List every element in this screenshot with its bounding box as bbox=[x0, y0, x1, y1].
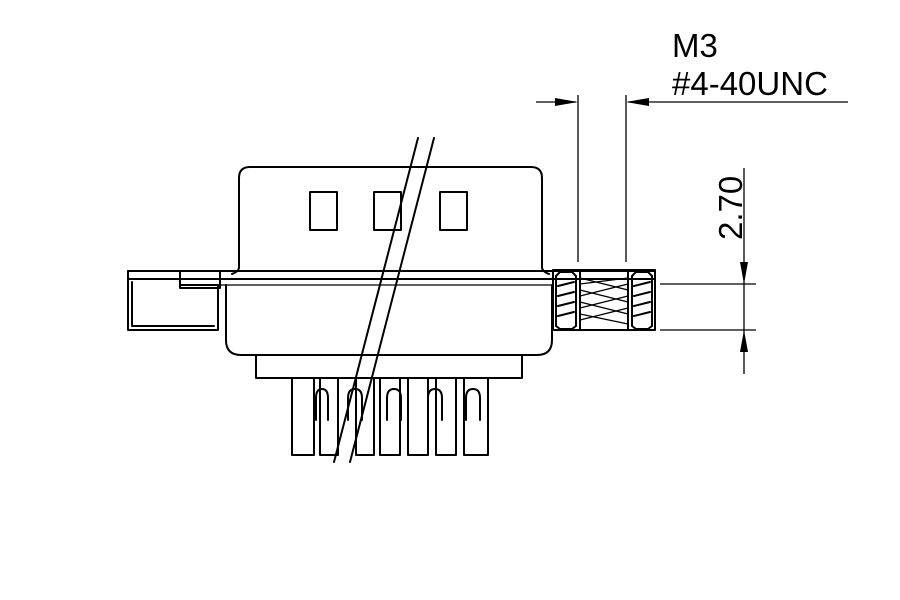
pin bbox=[463, 377, 489, 456]
pin bbox=[379, 377, 402, 456]
threaded-insert bbox=[552, 269, 656, 331]
contact-windows bbox=[309, 191, 468, 231]
thread-unc-label: #4-40UNC bbox=[672, 65, 828, 102]
pin bbox=[291, 377, 329, 456]
connector-shell-top bbox=[231, 166, 550, 275]
connector-body-bottom bbox=[225, 284, 553, 379]
thread-metric-label: M3 bbox=[672, 27, 718, 64]
pin bbox=[347, 377, 375, 456]
pin bbox=[427, 377, 457, 456]
thread-dimension bbox=[536, 95, 848, 262]
pin bbox=[319, 377, 339, 456]
height-label: 2.70 bbox=[712, 176, 749, 240]
connector-pins bbox=[291, 377, 489, 456]
height-dimension bbox=[660, 168, 756, 374]
left-boardlock bbox=[127, 270, 221, 331]
break-lines bbox=[333, 137, 435, 463]
pin bbox=[407, 377, 429, 456]
